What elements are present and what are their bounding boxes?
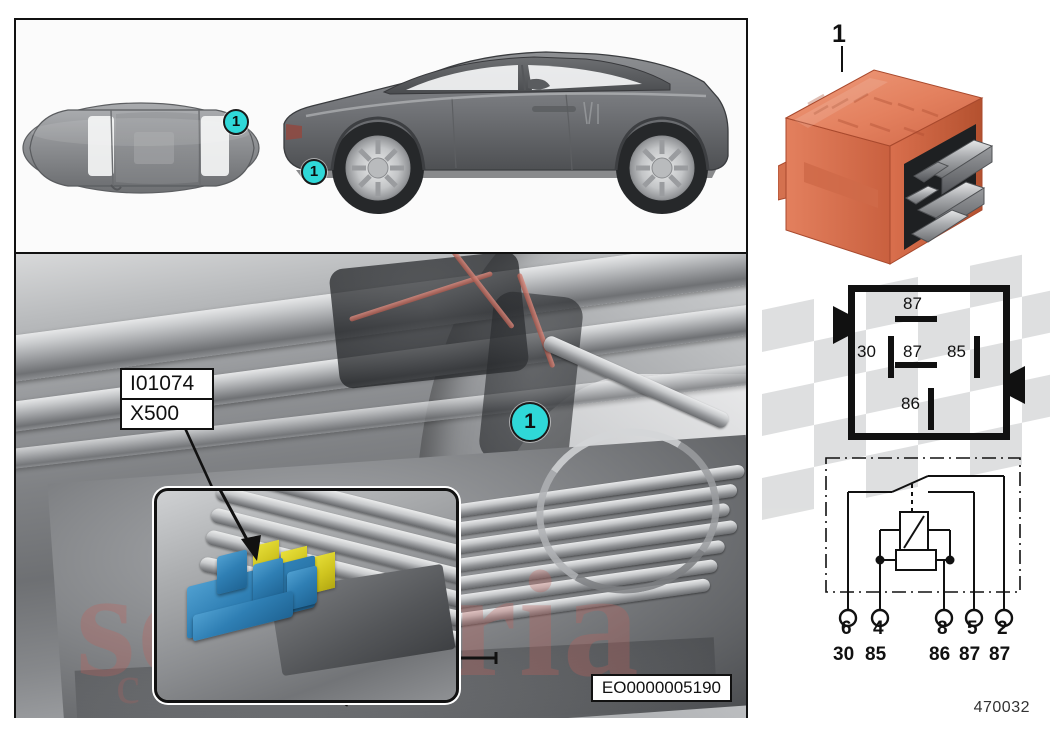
callout-badge-top-view: 1 xyxy=(223,109,249,135)
terminal-label-bottom: 86 xyxy=(901,394,920,413)
schematic-terminal-3: 87 xyxy=(959,644,981,665)
schematic-terminal-4: 87 xyxy=(989,644,1011,665)
document-id-box: EO0000005190 xyxy=(590,674,732,702)
schematic-terminal-0: 30 xyxy=(833,644,855,665)
terminal-label-center: 87 xyxy=(903,342,922,361)
terminal-bar-center xyxy=(895,362,937,368)
terminal-tab-right xyxy=(1009,366,1025,404)
inset-detail-view xyxy=(154,488,459,703)
terminal-bar-bottom xyxy=(928,388,934,430)
schematic-pin-number-1: 4 xyxy=(873,618,884,639)
terminal-bar-right xyxy=(974,336,980,378)
panel-vehicle-side-view: 1 xyxy=(266,20,746,254)
part-label-line2: X500 xyxy=(130,402,180,425)
catalog-number: 470032 xyxy=(973,699,1030,716)
part-label-box: I01074 X500 xyxy=(120,368,214,430)
terminal-label-left: 30 xyxy=(857,342,876,361)
callout-badge-side-view: 1 xyxy=(301,159,327,185)
panel-vehicle-top-view: 1 xyxy=(16,20,268,254)
terminal-tab-left xyxy=(833,306,849,344)
left-illustration-frame: 1 xyxy=(14,18,748,718)
part-index-number: 1 xyxy=(832,20,846,48)
part-index-leader-line xyxy=(841,46,843,72)
terminal-label-right: 85 xyxy=(947,342,966,361)
callout-badge-photo: 1 xyxy=(510,402,550,442)
schematic-enclosure xyxy=(825,457,1021,593)
car-side-view-icon xyxy=(283,51,729,214)
schematic-pin-number-3: 5 xyxy=(967,618,978,639)
inset-arrow xyxy=(219,491,261,561)
schematic-terminal-2: 86 xyxy=(929,644,951,665)
part-label-line1: I01074 xyxy=(122,370,212,400)
schematic-pin-number-0: 6 xyxy=(841,618,852,639)
relay-circuit-schematic xyxy=(825,457,1021,628)
car-top-view-icon xyxy=(22,102,260,194)
terminal-label-top: 87 xyxy=(903,294,922,313)
relay-terminal-layout: 87 30 87 85 86 xyxy=(833,285,1025,440)
schematic-terminal-1: 85 xyxy=(865,644,887,665)
terminal-bar-top xyxy=(895,316,937,322)
relay-product-image xyxy=(778,69,994,265)
terminal-bar-left xyxy=(888,336,894,378)
watermark-subtext: c xyxy=(116,655,140,715)
schematic-pin-number-4: 2 xyxy=(997,618,1008,639)
schematic-pin-number-2: 8 xyxy=(937,618,948,639)
